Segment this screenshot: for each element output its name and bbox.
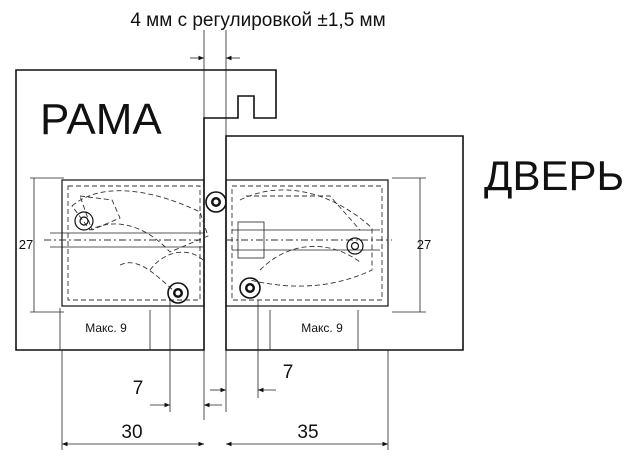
right-max-value: Макс. 9 xyxy=(301,321,343,335)
frame-label: РАМА xyxy=(40,95,162,144)
door-label: ДВЕРЬ xyxy=(484,152,624,199)
left-width-value: 30 xyxy=(121,422,142,443)
right-width-value: 35 xyxy=(297,422,318,443)
left-height-value: 27 xyxy=(19,237,33,252)
left-max-value: Макс. 9 xyxy=(85,321,127,335)
adjustment-note: 4 мм с регулировкой ±1,5 мм xyxy=(130,10,385,31)
frame-outline xyxy=(15,69,277,351)
left-offset-value: 7 xyxy=(133,378,144,399)
right-offset-value: 7 xyxy=(283,362,294,383)
right-height-value: 27 xyxy=(417,237,431,252)
hinge-left-body xyxy=(44,179,209,307)
hinge-right-body xyxy=(205,179,392,307)
